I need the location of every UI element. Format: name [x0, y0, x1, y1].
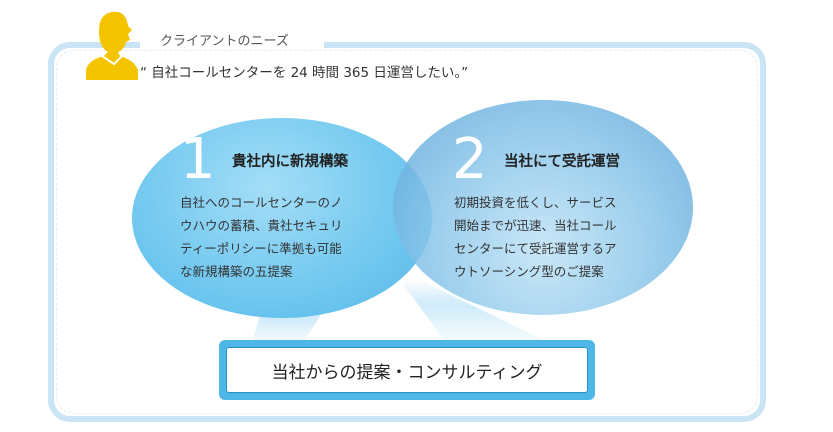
option-1-line: 自社へのコールセンターのノ [180, 195, 343, 210]
option-2-line: 開始までが迅速、当社コール [454, 218, 617, 233]
option-2-line: ウトソーシング型のご提案 [454, 264, 604, 279]
option-2-line: 初期投資を低くし、サービス [454, 195, 617, 210]
client-person-icon [86, 11, 138, 80]
option-2-heading: 当社にて受託運営 [504, 154, 620, 170]
option-2-number: 2 [452, 127, 488, 192]
option-1-line: な新規構築の五提案 [180, 264, 293, 279]
client-quote: “ 自社コールセンターを 24 時間 365 日運営したい。” [140, 65, 469, 81]
option-1-line: ティーポリシーに準拠も可能 [180, 241, 342, 256]
option-2-circle [393, 100, 693, 315]
option-1-heading: 貴社内に新規構築 [232, 154, 348, 170]
option-1-number: 1 [180, 127, 216, 192]
client-needs-title: クライアントのニーズ [160, 34, 289, 49]
label-background [140, 28, 324, 50]
option-1-description: 自社へのコールセンターのノ ウハウの蓄積、貴社セキュリ ティーポリシーに準拠も可… [180, 191, 400, 283]
option-1-circle [132, 118, 432, 318]
proposal-label: 当社からの提案・コンサルティング [226, 347, 588, 393]
option-2-description: 初期投資を低くし、サービス 開始までが迅速、当社コール センターにて受託運営する… [454, 191, 674, 283]
proposal-box: 当社からの提案・コンサルティング [219, 340, 595, 400]
option-1-line: ウハウの蓄積、貴社セキュリ [180, 218, 343, 233]
option-2-line: センターにて受託運営するア [454, 241, 617, 256]
